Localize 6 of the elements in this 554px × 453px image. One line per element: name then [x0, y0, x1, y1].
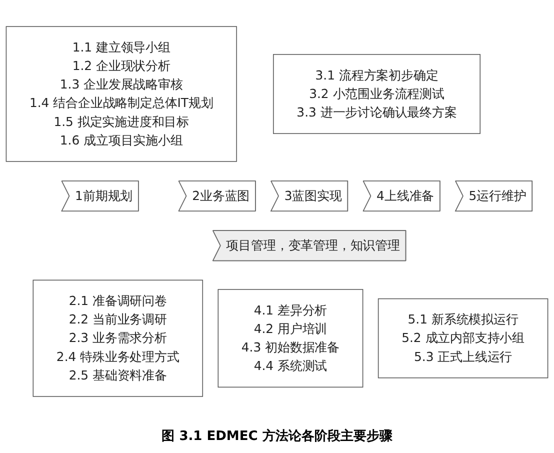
node-box: 4.1 差异分析 4.2 用户培训 4.3 初始数据准备 4.4 系统测试 — [218, 289, 364, 388]
node-box: 2.1 准备调研问卷 2.2 当前业务调研 2.3 业务需求分析 2.4 特殊业务处理方式 2.5 基础资料准备 — [32, 280, 204, 397]
node-box: 1.1 建立领导小组 1.2 企业现状分析 1.3 企业发展战略审核 1.4 结合企业战略制定总体IT规划 1.5 拟定实施进度和目标 1.6 成立项目实施小组 — [6, 26, 237, 162]
node-box: 3.1 流程方案初步确定 3.2 小范围业务流程测试 3.3 进一步讨论确认最终方案 — [273, 54, 480, 134]
node-box: 5.1 新系统模拟运行 5.2 成立内部支持小组 5.3 正式上线运行 — [378, 298, 548, 378]
figure-caption: 图 3.1 EDMEC 方法论各阶段主要步骤 — [162, 428, 392, 446]
